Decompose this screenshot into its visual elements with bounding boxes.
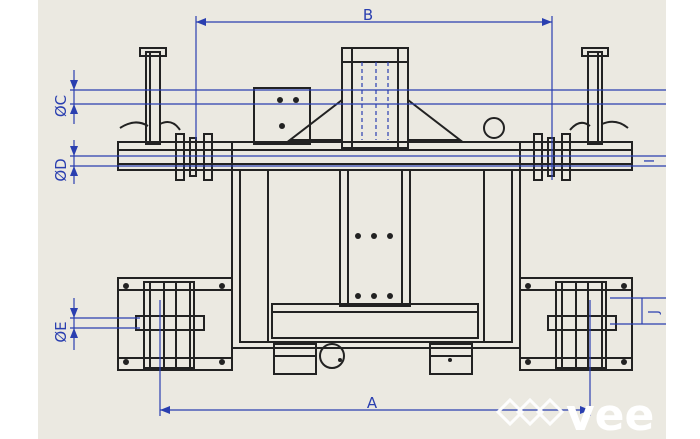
dimension-arrows (70, 18, 590, 414)
watermark-text: vee (566, 390, 654, 439)
dimension-label-phi-c: ØC (52, 95, 70, 117)
watermark-logo: vee (495, 390, 654, 439)
dimension-label-phi-e: ØE (52, 321, 70, 342)
dimension-label-i: I (643, 159, 658, 163)
bolt-holes (123, 97, 627, 365)
dimension-lines (70, 16, 666, 416)
dimension-label-b: B (363, 6, 373, 24)
hidden-lines (361, 62, 389, 140)
diamond-pattern-icon (495, 397, 565, 427)
dimension-label-j: J (647, 310, 662, 315)
dimension-label-a: A (367, 394, 378, 412)
dimension-label-phi-d: ØD (52, 158, 70, 181)
